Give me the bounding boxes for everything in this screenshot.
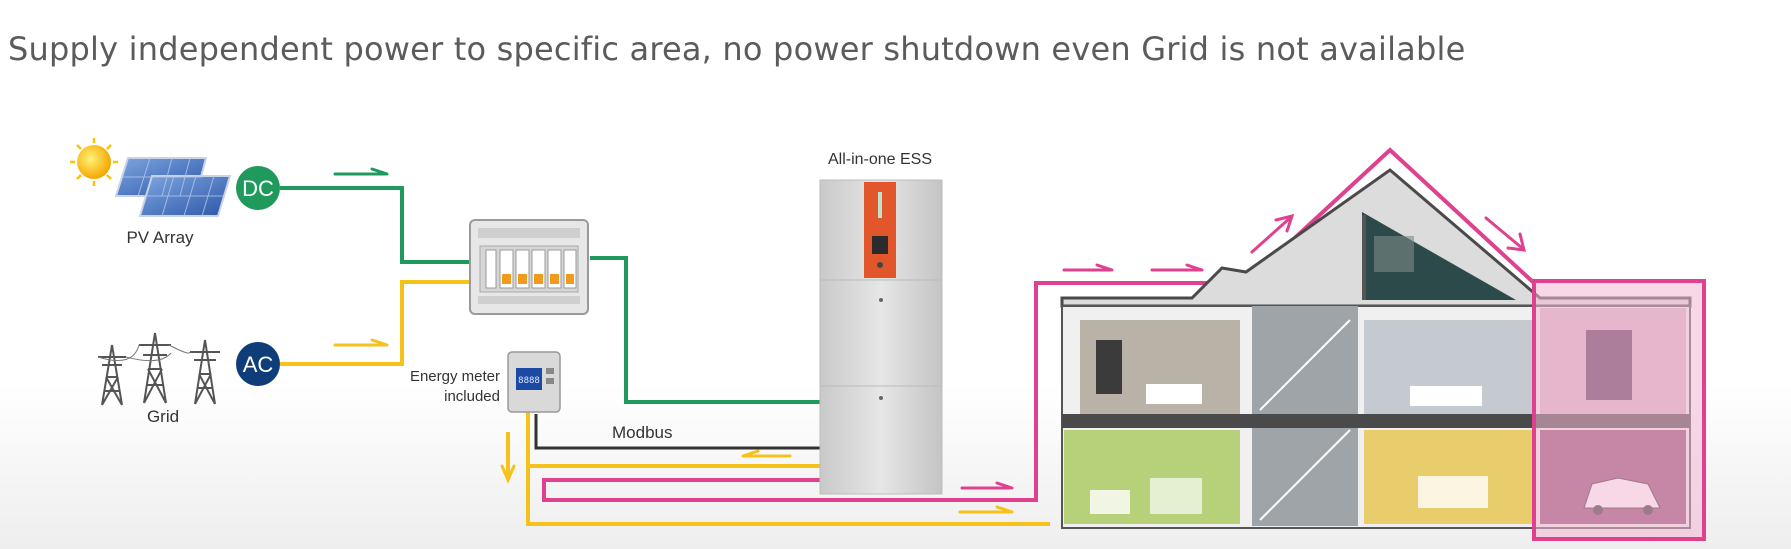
ac-line: [280, 280, 472, 366]
backup-line: [542, 147, 1536, 502]
pv-array-label: PV Array: [126, 228, 194, 247]
ac-badge: AC: [236, 342, 280, 386]
arrow-icon: [333, 167, 1526, 514]
grid-label: Grid: [147, 407, 179, 426]
energy-meter-icon: 8888: [507, 351, 561, 413]
power-tower-icon: [97, 332, 220, 406]
solar-panel-icon: [114, 157, 232, 217]
meter-display: 8888: [518, 376, 540, 386]
dc-label: DC: [242, 176, 274, 201]
dc-line: [280, 186, 472, 264]
ac-label: AC: [243, 352, 274, 377]
ac-line-to-house: [526, 412, 1050, 526]
energy-meter-label-2: included: [444, 388, 500, 405]
sun-icon: [70, 138, 118, 186]
page-title: Supply independent power to specific are…: [8, 30, 1466, 68]
breaker-box-icon: [469, 219, 589, 315]
energy-meter-label-1: Energy meter: [410, 368, 500, 385]
modbus-label: Modbus: [612, 423, 672, 442]
ess-label: All-in-one ESS: [828, 151, 932, 168]
backup-zone: [1532, 279, 1706, 541]
ess-cabinet-icon: [819, 179, 943, 495]
dc-line-to-ess: [590, 256, 820, 404]
modbus-line: [534, 414, 820, 450]
dc-badge: DC: [236, 166, 280, 210]
